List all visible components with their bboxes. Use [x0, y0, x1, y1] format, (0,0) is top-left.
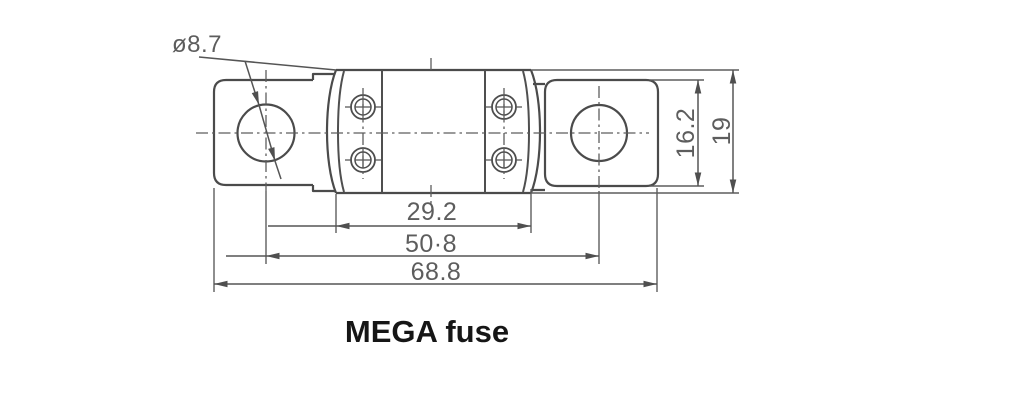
terminal-height-label: 16.2 [672, 108, 700, 159]
body-left-blade-curve [337, 70, 345, 193]
dimension-labels: ø8.7 29.2 50·8 68.8 16.2 19 [172, 31, 736, 286]
body-right-blade-curve [522, 70, 530, 193]
drawing-title: MEGA fuse [345, 314, 509, 349]
diameter-leader [198, 56, 337, 180]
body-length-label: 29.2 [407, 198, 458, 226]
right-terminal-outline [543, 78, 660, 188]
body-right-flank [529, 69, 542, 194]
centerlines [196, 58, 649, 206]
hole-pitch-label: 50·8 [405, 230, 457, 258]
dimension-lines [214, 70, 737, 288]
fuse-outline [212, 68, 660, 195]
left-terminal-step [311, 72, 335, 193]
overall-length-label: 68.8 [411, 258, 462, 286]
overall-height-label: 19 [708, 117, 736, 146]
hole-diameter-label: ø8.7 [172, 31, 222, 58]
body-left-flank [325, 69, 338, 194]
extension-lines [213, 69, 739, 292]
right-terminal-step [533, 82, 545, 192]
